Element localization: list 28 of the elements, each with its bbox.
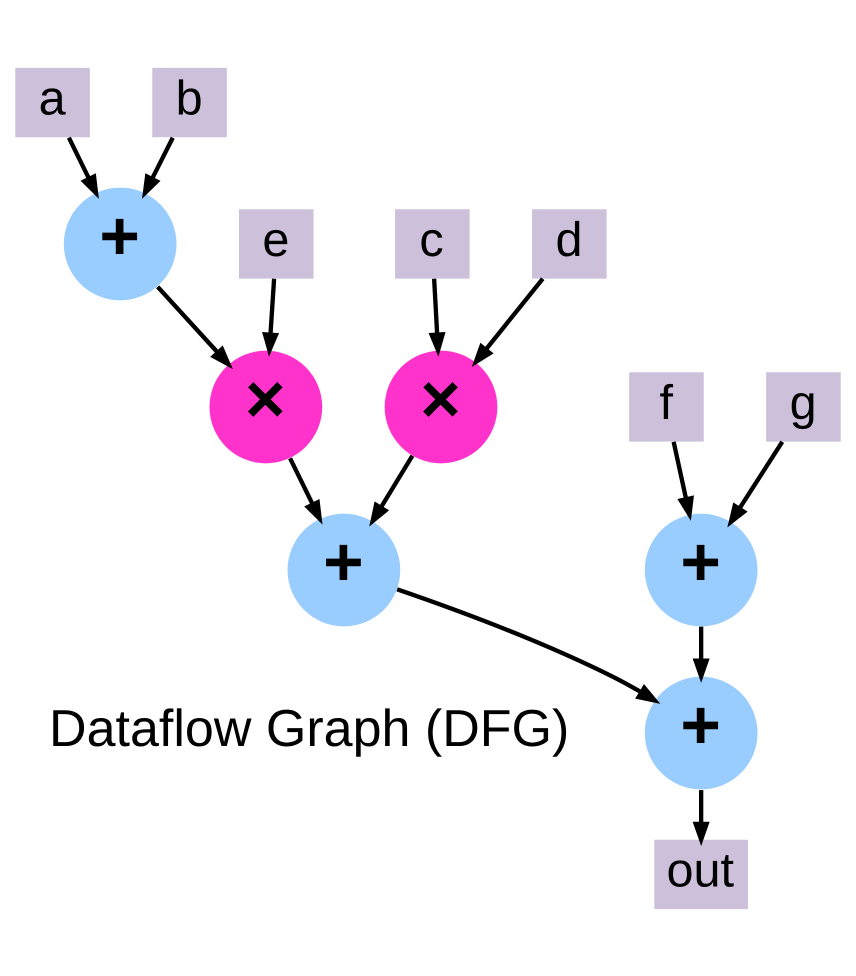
arrow xyxy=(369,454,414,526)
arrow xyxy=(472,276,544,367)
node-circle: × xyxy=(384,350,498,463)
arrow xyxy=(692,626,710,682)
arrow xyxy=(727,440,784,527)
node-box: out xyxy=(654,839,748,909)
node-box: a xyxy=(15,67,90,137)
arrow xyxy=(66,136,99,198)
node-circle: + xyxy=(644,676,758,789)
node-box: b xyxy=(152,67,227,137)
arrow xyxy=(672,440,694,520)
arrow xyxy=(428,278,446,356)
node-circle: + xyxy=(288,513,400,626)
arrow xyxy=(156,284,233,369)
node-box: e xyxy=(238,208,314,278)
arrow xyxy=(288,456,323,524)
node-circle: + xyxy=(644,513,758,626)
arrow xyxy=(692,790,710,846)
node-box: d xyxy=(532,208,607,278)
node-box: g xyxy=(766,372,841,442)
arrow xyxy=(396,586,660,704)
node-circle: + xyxy=(64,187,177,300)
node-circle: × xyxy=(209,350,322,463)
arrow xyxy=(142,136,175,198)
node-box: c xyxy=(395,208,470,278)
arrow xyxy=(262,278,280,356)
node-box: f xyxy=(629,372,704,442)
label: Dataflow Graph (DFG) xyxy=(49,700,570,758)
